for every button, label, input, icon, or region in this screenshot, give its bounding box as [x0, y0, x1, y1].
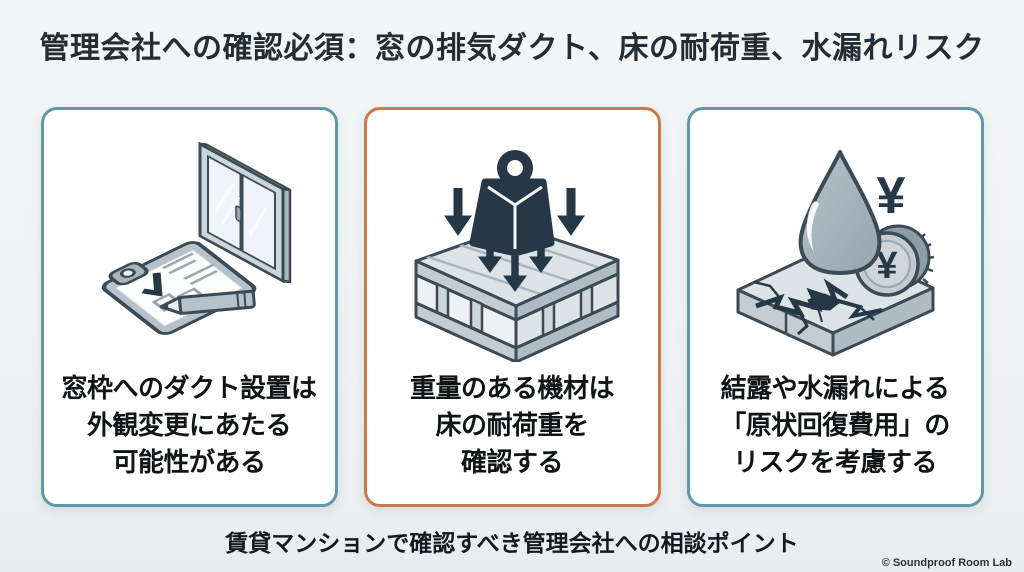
crack-icon	[753, 278, 882, 336]
card-water-leak: ¥ ¥ 結露や水漏れによる 「原状回復費用」の リスクを考慮する	[686, 107, 984, 507]
weight-floor-illustration	[414, 150, 619, 362]
down-arrow-icon	[443, 188, 585, 292]
window-handle-icon	[234, 205, 242, 223]
checkmark-icon	[141, 272, 163, 297]
water-drop-icon	[798, 150, 881, 275]
window-icon	[198, 141, 291, 284]
cards-row: 窓枠へのダクト設置は 外観変更にあたる 可能性がある	[0, 107, 1024, 507]
card-text-line: 結露や水漏れによる	[720, 373, 950, 403]
card-text-line: 窓枠へのダクト設置は	[61, 373, 317, 403]
card-text-line: 可能性がある	[112, 447, 266, 477]
card-text: 重量のある機材は 床の耐荷重を 確認する	[367, 370, 658, 481]
weight-on-floor-structure-icon	[367, 110, 658, 362]
coin-yen-symbol: ¥	[876, 245, 897, 287]
clipboard-icon	[101, 241, 256, 335]
card-text: 結露や水漏れによる 「原状回復費用」の リスクを考慮する	[690, 370, 981, 481]
card-text-line: 確認する	[460, 447, 564, 477]
water-drop-cracked-floor-cost-icon: ¥ ¥	[690, 110, 981, 362]
window-and-clipboard-checklist-icon	[44, 110, 335, 362]
cracked-floor-icon	[736, 241, 934, 357]
pencil-icon	[159, 289, 256, 315]
window-clipboard-illustration	[101, 141, 291, 335]
card-text-line: 重量のある機材は	[409, 373, 615, 403]
card-text-line: 床の耐荷重を	[435, 410, 589, 440]
card-floor-load: 重量のある機材は 床の耐荷重を 確認する	[363, 107, 661, 507]
footer-caption: 賃貸マンションで確認すべき管理会社への相談ポイント	[225, 530, 799, 556]
card-window-duct: 窓枠へのダクト設置は 外観変更にあたる 可能性がある	[40, 107, 338, 507]
card-text: 窓枠へのダクト設置は 外観変更にあたる 可能性がある	[44, 370, 335, 481]
water-leak-illustration: ¥ ¥	[736, 150, 934, 357]
yen-symbol: ¥	[876, 167, 905, 225]
weight-icon	[469, 150, 554, 257]
card-text-line: 外観変更にあたる	[86, 410, 292, 440]
card-text-line: リスクを考慮する	[732, 447, 938, 477]
page-title: 管理会社への確認必須：窓の排気ダクト、床の耐荷重、水漏れリスク	[39, 32, 985, 65]
copyright-notice: © Soundproof Room Lab	[881, 557, 1012, 569]
card-text-line: 「原状回復費用」の	[720, 410, 950, 440]
